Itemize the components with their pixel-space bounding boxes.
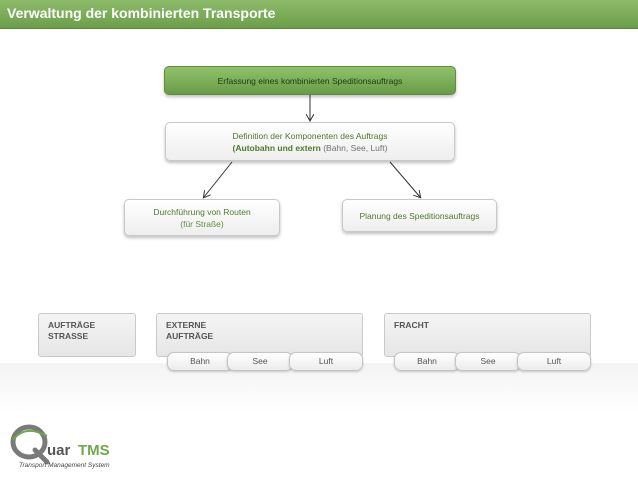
page-title: Verwaltung der kombinierten Transporte	[7, 5, 276, 21]
floor-reflection	[0, 363, 638, 413]
logo-tms: TMS	[78, 442, 110, 459]
panel-extern-line2: AUFTRÄGE	[166, 331, 214, 341]
panel-extern-label: EXTERNE AUFTRÄGE	[166, 320, 213, 342]
fracht-luft-pill: Luft	[517, 352, 591, 371]
extern-bahn-pill: Bahn	[167, 352, 233, 371]
node-definition: Definition der Komponenten des Auftrags …	[165, 122, 455, 161]
logo-uar: uar	[47, 442, 71, 459]
panel-auftraege-strasse: AUFTRÄGE STRASSE	[38, 313, 136, 357]
node-routen: Durchführung von Routen (für Straße)	[124, 199, 280, 236]
fracht-see-pill: See	[455, 352, 521, 371]
panel-externe-auftraege: EXTERNE AUFTRÄGE	[156, 313, 363, 357]
node-routen-line1: Durchführung von Routen	[153, 207, 251, 217]
arrow-definition-to-routen	[204, 161, 233, 197]
title-bar: Verwaltung der kombinierten Transporte	[0, 0, 638, 29]
node-definition-bold: (Autobahn und extern	[232, 143, 321, 153]
arrow-definition-to-planung	[389, 161, 420, 197]
panel-fracht: FRACHT	[384, 313, 591, 357]
node-definition-line1: Definition der Komponenten des Auftrags	[232, 131, 388, 141]
panel-extern-line1: EXTERNE	[166, 320, 207, 330]
panel-strasse-line1: AUFTRÄGE	[48, 320, 96, 330]
node-erfassung-label: Erfassung eines kombinierten Speditionsa…	[217, 76, 403, 86]
node-definition-rest: (Bahn, See, Luft)	[320, 143, 388, 153]
node-planung-label: Planung des Speditionsauftrags	[359, 211, 480, 221]
node-routen-line2: (für Straße)	[180, 219, 224, 229]
extern-see-pill: See	[227, 352, 293, 371]
node-planung: Planung des Speditionsauftrags	[342, 199, 497, 232]
node-erfassung: Erfassung eines kombinierten Speditionsa…	[164, 66, 456, 95]
logo-mark-icon	[10, 424, 50, 465]
panel-fracht-label: FRACHT	[394, 320, 429, 330]
fracht-bahn-pill: Bahn	[394, 352, 460, 371]
logo-tagline: Transport Management System	[19, 462, 110, 469]
quartms-logo: Q uar TMS Transport Management System	[5, 420, 125, 475]
panel-strasse-line2: STRASSE	[48, 331, 89, 341]
panel-strasse-label: AUFTRÄGE STRASSE	[48, 320, 95, 342]
node-definition-line2: (Autobahn und extern (Bahn, See, Luft)	[166, 142, 454, 154]
extern-luft-pill: Luft	[289, 352, 363, 371]
